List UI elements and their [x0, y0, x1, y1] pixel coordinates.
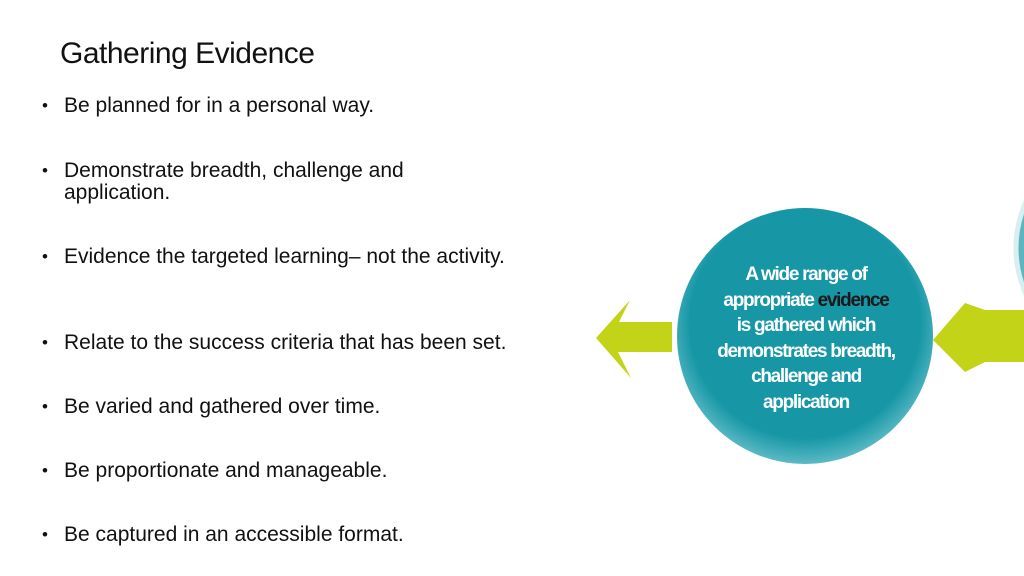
bullet-text: Evidence the targeted learning– not the … — [64, 245, 505, 268]
bullet-item: • Be planned for in a personal way. — [42, 95, 602, 117]
circle-line: A wide range of — [745, 264, 868, 285]
bullet-item: • Be varied and gathered over time. — [42, 396, 602, 418]
bullet-marker: • — [42, 525, 48, 544]
bullet-item: • Evidence the targeted learning– not th… — [42, 246, 512, 268]
bullet-text: Relate to the success criteria that has … — [64, 331, 507, 354]
bullet-marker: • — [42, 247, 48, 266]
circle-line: application — [763, 391, 850, 413]
evidence-diagram — [596, 200, 1024, 464]
circle-caption: A wide range of appropriate evidence is … — [700, 262, 912, 415]
bullet-marker: • — [42, 333, 48, 352]
bullet-item: • Relate to the success criteria that ha… — [42, 332, 602, 354]
circle-line: appropriate evidence — [700, 288, 912, 314]
bullet-item: • Be proportionate and manageable. — [42, 460, 602, 482]
bullet-marker: • — [42, 397, 48, 416]
bullet-marker: • — [42, 161, 48, 180]
circle-line-part: appropriate — [723, 289, 818, 311]
bullet-text: Be planned for in a personal way. — [64, 94, 375, 117]
right-arrow-icon — [933, 303, 1024, 372]
bullet-marker: • — [42, 461, 48, 480]
evidence-highlight: evidence — [817, 289, 890, 311]
left-arrow-icon — [596, 300, 672, 378]
bullet-item: • Demonstrate breadth, challenge and app… — [42, 160, 482, 204]
bullet-text: Be varied and gathered over time. — [64, 395, 381, 418]
slide-title: Gathering Evidence — [60, 37, 315, 70]
bullet-text: Be captured in an accessible format. — [64, 523, 404, 546]
side-circle-rim — [1013, 200, 1024, 296]
evidence-circle — [677, 208, 933, 464]
bullet-text: Be proportionate and manageable. — [64, 459, 388, 482]
bullet-item: • Be captured in an accessible format. — [42, 524, 602, 546]
circle-line: demonstrates breadth, — [717, 340, 896, 362]
circle-line: challenge and — [751, 366, 862, 387]
circle-line: is gathered which — [736, 315, 877, 336]
bullet-marker: • — [42, 96, 48, 115]
bullet-text: Demonstrate breadth, challenge and appli… — [64, 159, 404, 204]
